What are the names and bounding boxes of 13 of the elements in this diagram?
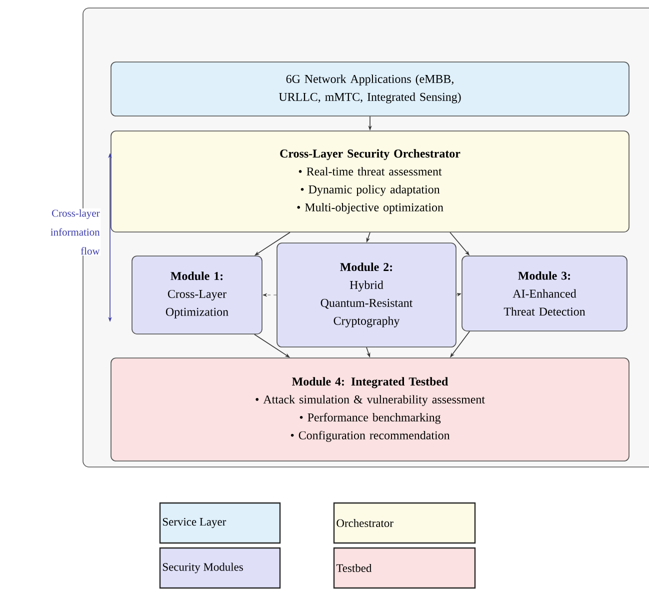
legend-label: Orchestrator [336, 518, 394, 528]
flow-label: Cross-layer information flow [50, 209, 100, 255]
layer-box: 6G Network Applications (eMBB, URLLC, mMTC, Integrated Sensing) [110, 62, 630, 116]
module-box: Module 1: Cross-Layer Optimization [132, 256, 262, 334]
legend-label: Testbed [336, 564, 372, 572]
legend-label: Service Layer [162, 518, 226, 528]
layer-box: Module 4: Integrated Testbed • Attack simulation & vulnerability assessment • Performance benchmarking • Configuration recommendation [110, 358, 630, 462]
module-box: Module 3: AI-Enhanced Threat Detection [462, 256, 628, 332]
module-box: Module 2: Hybrid Quantum-Resistant Cryptography [276, 242, 456, 348]
arrow [456, 293, 462, 296]
legend-label: Security Modules [162, 562, 243, 574]
layer-box: Cross-Layer Security Orchestrator • Real-time threat assessment • Dynamic policy adaptation • Multi-objective optimization [110, 130, 630, 232]
arrow [262, 293, 277, 297]
